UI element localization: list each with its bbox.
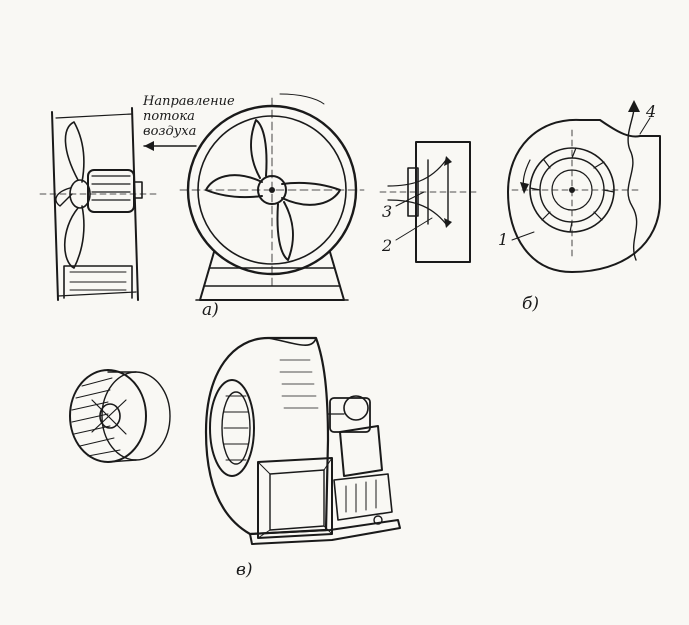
caption-b: б) [522,294,540,314]
centrifugal-schematic-front [507,100,661,273]
caption-a: a) [202,300,219,320]
part-label-2: 2 [382,236,393,255]
airflow-note-line-1: Направление [143,94,235,109]
caption-v: в) [236,560,253,580]
part-label-1: 1 [498,230,509,249]
airflow-note-line-3: воздуха [143,124,197,139]
axial-fan-side-view [39,107,197,301]
airflow-note-line-2: потока [143,109,195,124]
part-label-4: 4 [646,102,657,121]
centrifugal-fan-housing [204,336,401,545]
part-label-3: 3 [382,202,393,221]
impeller-wheel [69,369,171,463]
axial-fan-front-view [179,93,365,301]
centrifugal-schematic-side [379,141,481,263]
airflow-direction-note: Направление потока воздуха [143,94,235,139]
